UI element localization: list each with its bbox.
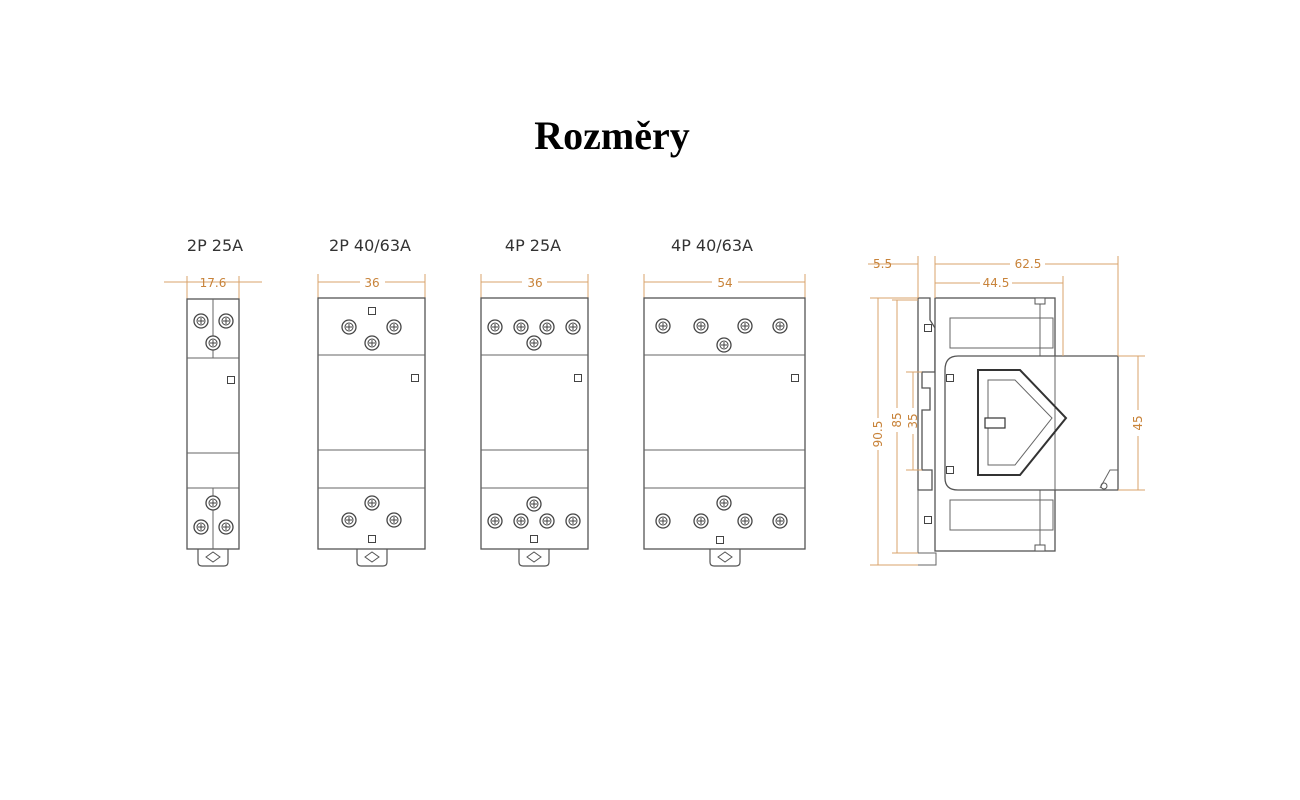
page-title: Rozměry [534,113,690,158]
svg-text:54: 54 [717,276,732,290]
side-dim-45: 45 [1118,355,1145,491]
side-dim-85: 85 [890,299,918,554]
module-4p-25a-front [480,297,589,567]
side-dim-44-5: 44.5 [935,276,1064,356]
width-dim-4p-25a: 36 [480,274,589,298]
side-dim-90-5: 90.5 [870,297,918,566]
svg-text:36: 36 [527,276,542,290]
width-dim-2p-25a: 17.6 [164,276,262,300]
module-2p-40-63a-front [317,297,426,567]
side-dim-62-5: 62.5 [934,256,1119,356]
side-dim-5-5: 5.5 [868,256,919,298]
svg-text:5.5: 5.5 [873,257,892,271]
svg-text:44.5: 44.5 [983,276,1010,290]
module-label-4p-25a: 4P 25A [505,236,561,255]
svg-text:35: 35 [906,413,920,428]
width-dim-4p-40-63a: 54 [643,274,806,298]
side-dim-35: 35 [906,371,922,471]
svg-text:17.6: 17.6 [200,276,227,290]
module-2p-25a-front [186,298,240,567]
module-label-2p-40-63a: 2P 40/63A [329,236,411,255]
svg-text:62.5: 62.5 [1015,257,1042,271]
svg-text:36: 36 [364,276,379,290]
module-label-4p-40-63a: 4P 40/63A [671,236,753,255]
svg-text:90.5: 90.5 [871,421,885,448]
side-view [917,297,1119,566]
svg-text:85: 85 [890,412,904,427]
svg-text:45: 45 [1131,415,1145,430]
width-dim-2p-40-63a: 36 [317,274,426,298]
module-4p-40-63a-front [643,297,806,567]
module-label-2p-25a: 2P 25A [187,236,243,255]
